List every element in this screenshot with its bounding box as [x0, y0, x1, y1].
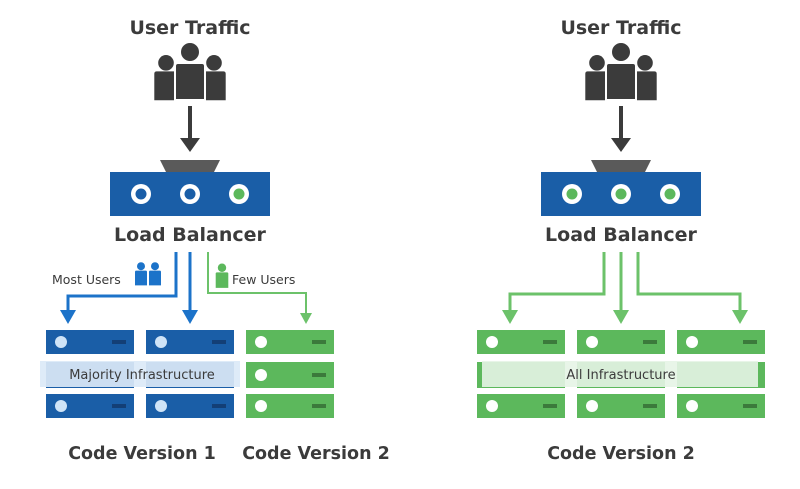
- right-traffic-arrow-icon: [611, 106, 631, 152]
- arrow-icon: [502, 310, 518, 324]
- right-load-balancer-label: Load Balancer: [545, 224, 698, 246]
- left-users-group-icon: [154, 42, 225, 100]
- few-users-icon: [215, 263, 229, 288]
- code-version-2-left-label: Code Version 2: [242, 444, 390, 464]
- right-load-balancer-icon: [541, 160, 701, 216]
- left-scenario: User Traffic Load Balancer Most Users: [40, 17, 390, 464]
- right-routing-arrows: [508, 252, 742, 312]
- code-version-2-right-label: Code Version 2: [547, 444, 695, 464]
- server-stack-v2-left: [246, 330, 334, 418]
- left-load-balancer-label: Load Balancer: [114, 224, 267, 246]
- majority-infra-band: [40, 361, 240, 387]
- code-version-1-label: Code Version 1: [68, 444, 216, 464]
- arrow-icon: [60, 310, 76, 324]
- most-users-label: Most Users: [52, 272, 121, 287]
- left-load-balancer-icon: [110, 160, 270, 216]
- right-users-group-icon: [585, 42, 656, 100]
- arrow-icon: [613, 310, 629, 324]
- arrow-icon: [182, 310, 198, 324]
- arrow-icon: [732, 310, 748, 324]
- few-users-label: Few Users: [232, 272, 295, 287]
- all-infra-band: [482, 361, 758, 387]
- arrow-icon: [300, 313, 312, 324]
- right-user-traffic-label: User Traffic: [560, 17, 681, 39]
- left-user-traffic-label: User Traffic: [129, 17, 250, 39]
- majority-infra-label: Majority Infrastructure: [69, 368, 215, 383]
- all-infra-label: All Infrastructure: [566, 368, 675, 383]
- left-routing-arrows: [66, 252, 307, 314]
- left-traffic-arrow-icon: [180, 106, 200, 152]
- most-users-icon: [135, 262, 161, 286]
- right-scenario: User Traffic Load Balancer: [477, 17, 765, 464]
